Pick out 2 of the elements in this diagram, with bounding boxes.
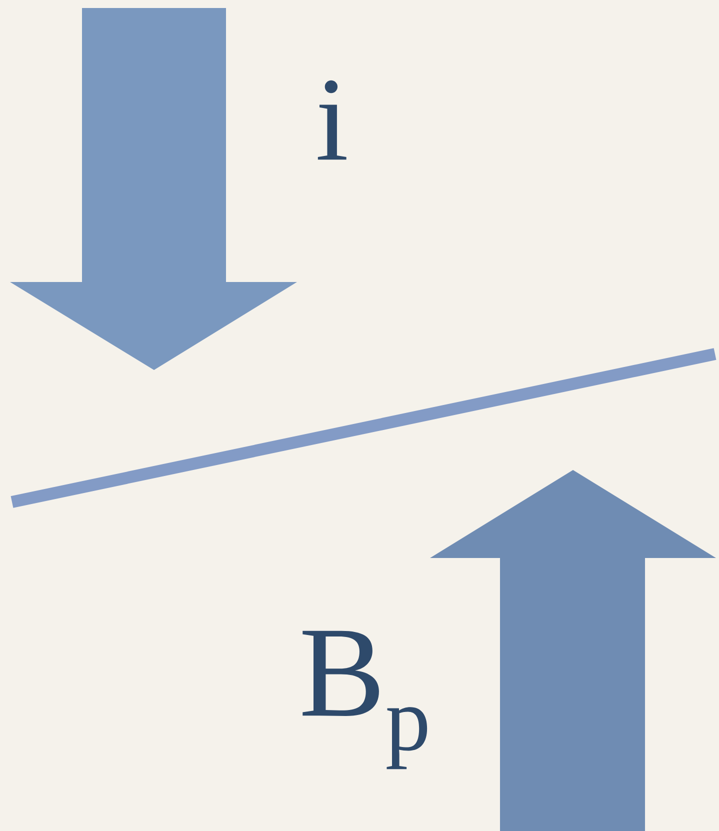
- symbol-label: i: [318, 80, 346, 160]
- symbol-label: B$_{p}$: [302, 630, 428, 770]
